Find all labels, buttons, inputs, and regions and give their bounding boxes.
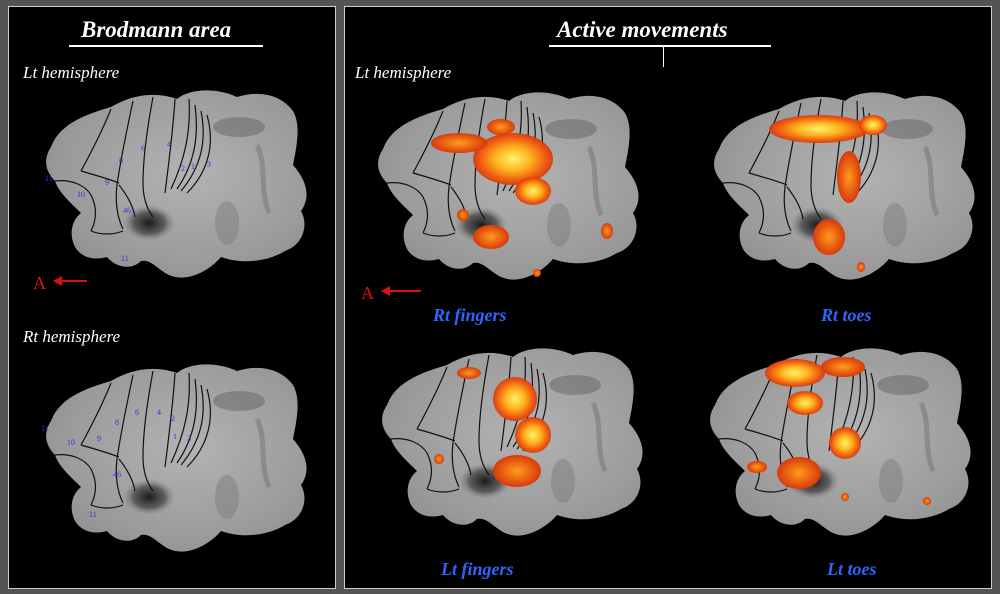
anterior-label: A [361, 283, 374, 303]
area-10-label: 10 [77, 190, 85, 199]
area-6-label: 6 [141, 144, 145, 153]
area-8-label: 8 [119, 156, 123, 165]
rt-fingers-activation-map [363, 87, 643, 287]
rt-hemisphere-label: Rt hemisphere [23, 327, 121, 346]
area-2-label: 2 [181, 164, 185, 173]
area-46-label: 46 [123, 206, 131, 215]
area-11b-label: 11 [121, 254, 129, 263]
area-11-label: 11 [45, 174, 53, 183]
rt-toes-activation-map [699, 87, 979, 287]
activation-blobs [431, 119, 613, 277]
area-4-label: 4 [157, 408, 161, 417]
area-11-label: 11 [41, 424, 49, 433]
lt-fingers-label: Lt fingers [441, 559, 514, 579]
area-9-label: 9 [97, 434, 101, 443]
anterior-arrow-shaft [61, 280, 87, 282]
area-10-label: 10 [67, 438, 75, 447]
area-46-label: 46 [113, 470, 121, 479]
active-movements-panel: Active movements Lt hemisphere Rt finger… [344, 6, 992, 589]
lt-hemisphere-label: Lt hemisphere [23, 63, 120, 82]
area-8-label: 8 [115, 418, 119, 427]
active-movements-title: Active movements [557, 17, 728, 42]
area-4-label: 4 [167, 140, 171, 149]
lt-toes-label: Lt toes [827, 559, 877, 579]
area-3-label: 3 [187, 434, 191, 443]
brodmann-panel: Brodmann area Lt hemisphere 11 10 9 8 6 … [8, 6, 336, 589]
area-1-label: 1 [191, 162, 195, 171]
anterior-arrow-icon [53, 276, 62, 286]
area-3-label: 3 [207, 160, 211, 169]
rt-fingers-label: Rt fingers [433, 305, 507, 325]
lt-toes-activation-map [695, 343, 975, 543]
activation-blobs [434, 367, 551, 487]
lt-hemisphere-label: Lt hemisphere [355, 63, 452, 82]
anterior-arrow-icon [381, 286, 390, 296]
area-6-label: 6 [135, 408, 139, 417]
area-1-label: 1 [173, 432, 177, 441]
title-tick [663, 47, 664, 67]
area-2-label: 2 [171, 414, 175, 423]
lt-area-labels: 11 10 9 8 6 4 2 1 3 46 11 [45, 140, 211, 263]
area-11b-label: 11 [89, 510, 97, 519]
area-9-label: 9 [105, 178, 109, 187]
title-underline [69, 45, 263, 47]
anterior-label: A [33, 273, 46, 293]
activation-blobs [747, 357, 931, 505]
rt-area-labels: 11 10 9 8 6 4 2 1 3 46 11 [41, 408, 191, 519]
anterior-arrow-shaft [389, 290, 421, 292]
lt-hemisphere-area-map: 11 10 9 8 6 4 2 1 3 46 11 [31, 85, 321, 285]
rt-toes-label: Rt toes [821, 305, 872, 325]
rt-hemisphere-area-map: 11 10 9 8 6 4 2 1 3 46 11 [41, 359, 321, 559]
brodmann-title: Brodmann area [81, 17, 232, 42]
lt-fingers-activation-map [367, 343, 647, 543]
activation-blobs [769, 115, 887, 272]
title-underline [549, 45, 771, 47]
